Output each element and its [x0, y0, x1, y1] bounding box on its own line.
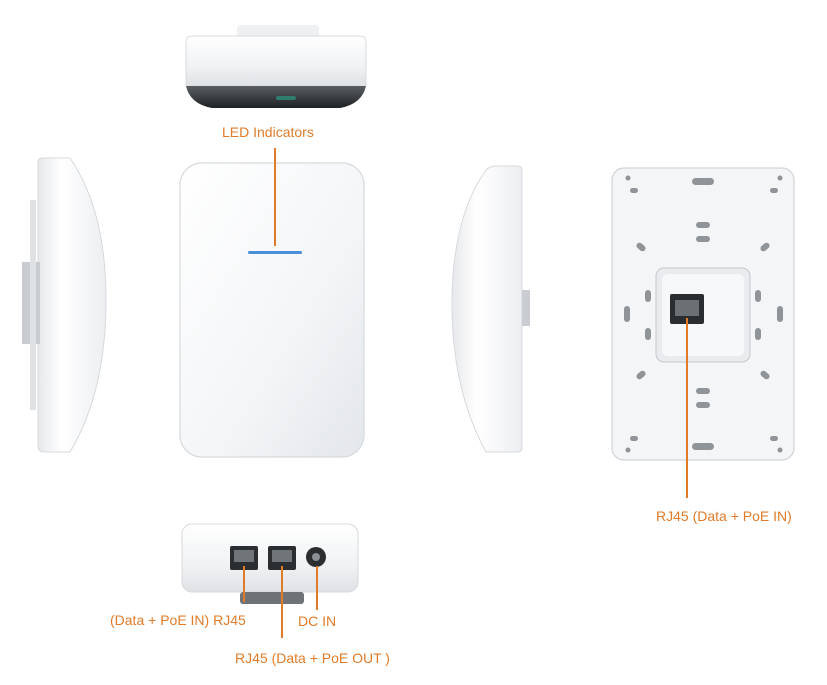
- device-left-side-view: [22, 157, 107, 453]
- dc-in-label: DC IN: [298, 613, 337, 629]
- device-top-view: [185, 25, 367, 108]
- dc-in-callout-line: [316, 566, 318, 610]
- device-right-side-view: [451, 165, 530, 453]
- led-callout-line: [274, 148, 276, 246]
- led-indicators-label: LED Indicators: [222, 124, 314, 140]
- rj45-out-label: RJ45 (Data + PoE OUT ): [235, 650, 390, 666]
- rear-rj45-label: RJ45 (Data + PoE IN): [656, 508, 792, 524]
- rj45-in-callout-line: [243, 566, 245, 602]
- device-front-view: [179, 162, 365, 458]
- rear-rj45-callout-line: [686, 318, 688, 498]
- device-bottom-view: [181, 523, 359, 604]
- rj45-in-label: (Data + PoE IN) RJ45: [110, 612, 246, 628]
- rj45-out-callout-line: [281, 566, 283, 638]
- led-indicator-bar: [248, 251, 302, 254]
- device-rear-view: [611, 167, 795, 461]
